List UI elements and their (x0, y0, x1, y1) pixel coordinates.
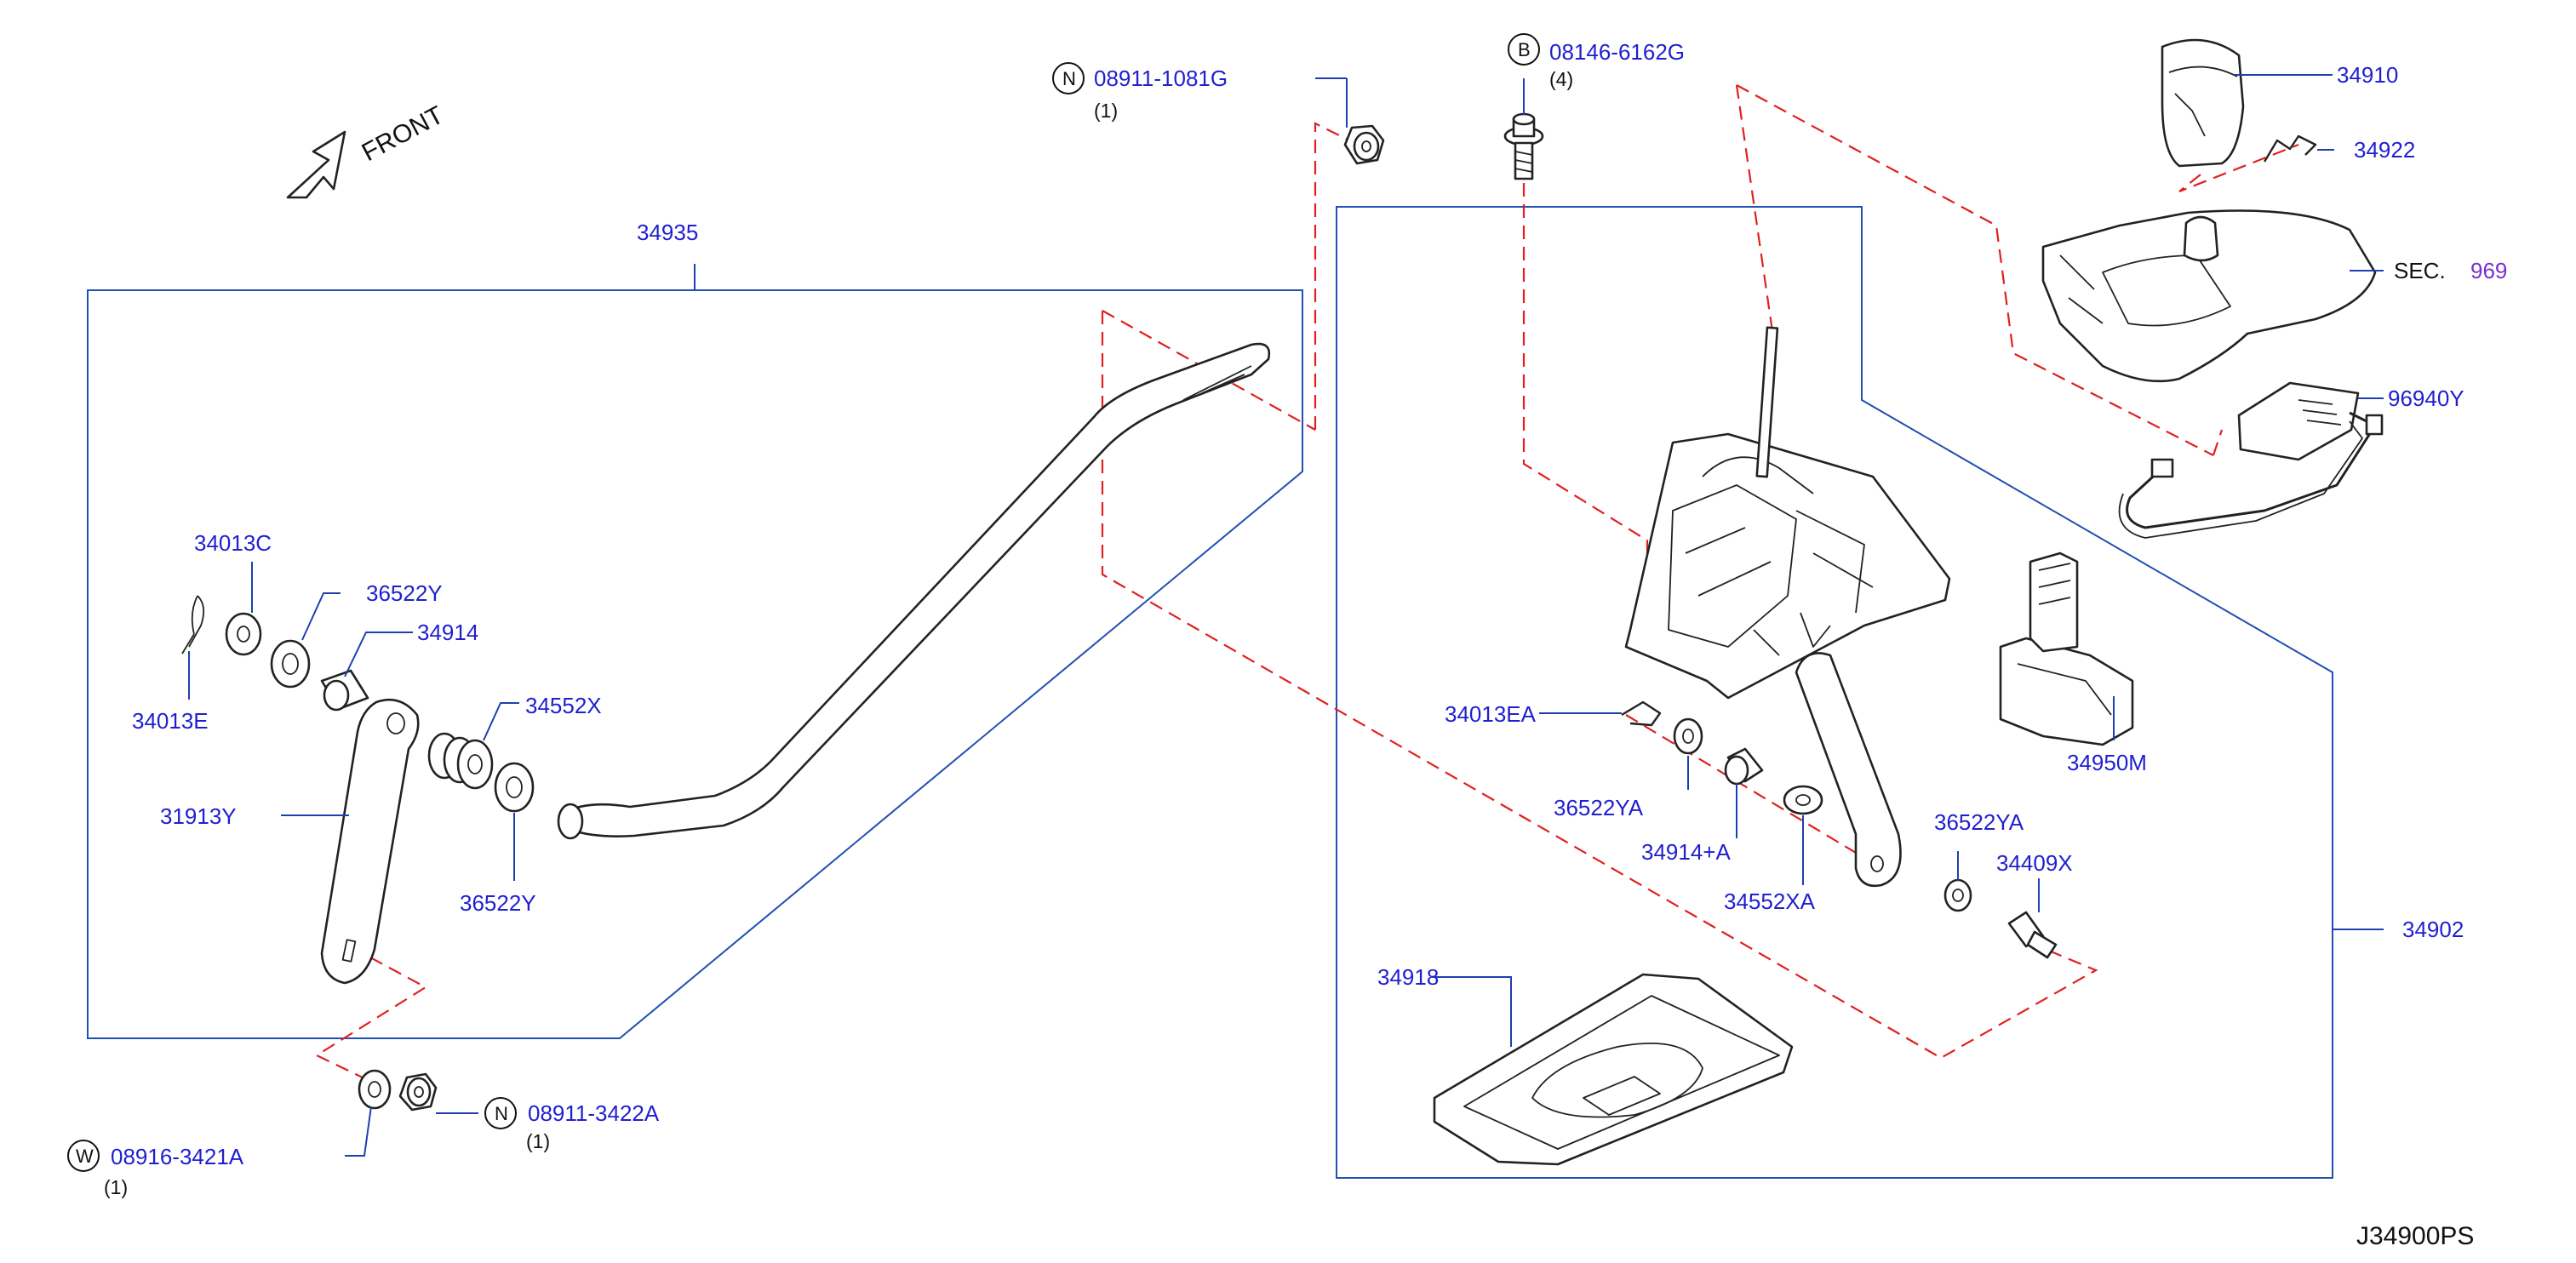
fastener-qty-08911-3422A: (1) (526, 1130, 550, 1152)
svg-text:B: B (1518, 39, 1531, 60)
assembly-box-34902 (1336, 206, 2333, 1179)
shift-control-rod (557, 342, 1271, 840)
section-reference[interactable]: SEC. 969 (2394, 258, 2507, 283)
grommet-34552X (427, 732, 494, 790)
fastener-symbol-n-bottom (484, 1097, 517, 1129)
part-label-34914A[interactable]: 34914+A (1641, 839, 1731, 865)
section-ref-prefix: SEC. (2394, 258, 2446, 283)
part-label-96940Y[interactable]: 96940Y (2388, 386, 2464, 411)
svg-text:N: N (1062, 68, 1076, 89)
front-label: FRONT (358, 101, 449, 168)
svg-text:N: N (495, 1103, 508, 1124)
fastener-label-08916-3421A[interactable]: 08916-3421A (111, 1144, 244, 1169)
collar-34013EA (1621, 700, 1662, 727)
fastener-label-08911-1081G[interactable]: 08911-1081G (1094, 66, 1228, 91)
nut-08911-3422A (398, 1072, 438, 1112)
assembly-box-34935 (87, 289, 1303, 1039)
shift-knob (2161, 38, 2245, 168)
part-label-34914[interactable]: 34914 (417, 620, 478, 645)
part-label-34950M[interactable]: 34950M (2067, 750, 2147, 775)
part-label-36522YA-left[interactable]: 36522YA (1554, 795, 1644, 820)
section-ref-number[interactable]: 969 (2470, 258, 2507, 283)
finisher-plate-34918 (1433, 973, 1794, 1166)
fastener-qty-08916-3421A: (1) (104, 1176, 128, 1198)
part-label-34902[interactable]: 34902 (2402, 917, 2464, 942)
part-label-36522Y-bottom[interactable]: 36522Y (460, 890, 536, 916)
grommet-34552XA (1783, 785, 1823, 815)
front-direction-indicator: FRONT (286, 101, 449, 199)
position-switch-34950M (1999, 551, 2134, 746)
fastener-symbol-n-top (1052, 62, 1085, 94)
part-label-34552XA[interactable]: 34552XA (1724, 889, 1816, 914)
part-label-34918[interactable]: 34918 (1377, 964, 1439, 990)
fastener-label-08146-6162G[interactable]: 08146-6162G (1549, 39, 1685, 65)
part-label-34013E[interactable]: 34013E (132, 708, 209, 734)
part-label-34552X[interactable]: 34552X (525, 693, 602, 718)
shifter-assembly (1624, 326, 1951, 888)
washer-36522Y-top (270, 639, 311, 689)
snap-pin (181, 595, 205, 654)
leader-lines (188, 74, 2384, 1157)
fastener-qty-08911-1081G: (1) (1094, 100, 1118, 122)
part-label-34013C[interactable]: 34013C (194, 530, 272, 556)
washer-34013C (225, 612, 262, 656)
washer-36522Y-bottom (494, 762, 535, 813)
part-label-31913Y[interactable]: 31913Y (160, 803, 237, 829)
fastener-symbol-w (67, 1140, 100, 1172)
washer-36522YA-left (1673, 717, 1703, 755)
fastener-label-08911-3422A[interactable]: 08911-3422A (528, 1100, 660, 1126)
svg-text:W: W (76, 1146, 94, 1167)
clip-34922 (2263, 134, 2317, 163)
fastener-symbol-b (1508, 33, 1540, 66)
part-label-34935[interactable]: 34935 (637, 220, 698, 245)
indicator-harness (2118, 381, 2384, 539)
fastener-qty-08146-6162G: (4) (1549, 68, 1573, 90)
bolt-08146-6162G (1503, 112, 1544, 180)
part-label-34922[interactable]: 34922 (2354, 137, 2415, 163)
bushing-34914A (1724, 747, 1764, 786)
shift-boot-console (2041, 209, 2377, 383)
part-label-36522YA-right[interactable]: 36522YA (1934, 809, 2024, 835)
washer-08916-3421A (358, 1069, 392, 1110)
part-label-34013EA[interactable]: 34013EA (1445, 701, 1537, 727)
part-label-34409X[interactable]: 34409X (1996, 850, 2073, 876)
alignment-lines (314, 84, 2299, 1080)
bushing-34914 (320, 669, 369, 712)
pin-34409X (2007, 911, 2058, 959)
nut-08911-1081G (1343, 124, 1385, 165)
part-label-34910[interactable]: 34910 (2337, 62, 2398, 88)
front-arrow-icon (286, 130, 346, 199)
part-label-36522Y-top[interactable]: 36522Y (366, 580, 443, 606)
washer-36522YA-right (1943, 878, 1972, 912)
shift-lever-arm (320, 698, 420, 985)
diagram-code: J34900PS (2356, 1222, 2474, 1250)
